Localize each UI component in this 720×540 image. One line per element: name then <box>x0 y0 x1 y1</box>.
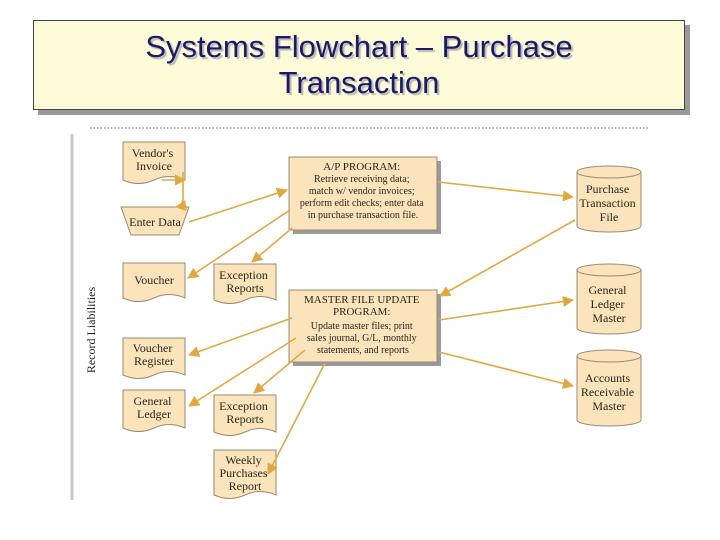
doc-line: Report <box>229 479 262 493</box>
box-line: Retrieve receiving data; <box>314 174 410 185</box>
svg-text:A/P PROGRAM: Retrieve re: A/P PROGRAM: Retrieve receiving data; ma… <box>300 161 426 221</box>
purchase-transaction-file-cylinder: Purchase Transaction File <box>576 165 642 233</box>
master-file-update-program-box: MASTER FILE UPDATE PROGRAM: Update maste… <box>288 289 441 366</box>
arrow-mfu-to-weekly-report <box>267 362 326 475</box>
arrow-ap-to-voucher <box>187 209 291 279</box>
doc-line: General <box>134 394 173 408</box>
doc-line: Exception <box>219 268 268 282</box>
box-line: A/P PROGRAM: <box>323 161 400 173</box>
cyl-line: Master <box>592 311 625 325</box>
svg-text:Purchase Transaction: Purchase Transaction File <box>579 182 638 224</box>
svg-text:Vendor's Invoice: Vendor's Invoice <box>132 146 177 173</box>
svg-text:Exception Reports: Exception Reports <box>219 268 271 295</box>
svg-text:General Ledger: General Ledger <box>134 394 175 421</box>
general-ledger-master-cylinder: General Ledger Master <box>576 263 642 335</box>
svg-text:Weekly Purchases R: Weekly Purchases Report <box>220 453 271 493</box>
doc-line: Exception <box>219 399 268 413</box>
doc-line: Invoice <box>136 159 172 173</box>
side-label: Record Liabilities <box>84 287 98 374</box>
box-line: perform edit checks; enter data <box>300 198 424 209</box>
doc-line: Weekly <box>225 453 261 467</box>
cyl-line: Transaction <box>579 196 635 210</box>
arrow-mfu-to-gl-master <box>438 295 575 321</box>
doc-line: Reports <box>226 281 264 295</box>
title-line-1: Systems Flowchart – Purchase <box>145 29 573 64</box>
box-line: MASTER FILE UPDATE <box>304 294 420 306</box>
cyl-line: Purchase <box>586 182 629 196</box>
doc-line: Purchases <box>220 466 268 480</box>
enter-data-label: Enter Data <box>129 215 181 229</box>
exception-reports-document-2: Exception Reports <box>213 394 277 436</box>
svg-text:Exception Reports: Exception Reports <box>219 399 271 426</box>
voucher-label: Voucher <box>134 273 174 287</box>
voucher-register-document: Voucher Register <box>122 337 186 379</box>
svg-text:General Ledger Mas: General Ledger Master <box>589 283 630 325</box>
box-line: PROGRAM: <box>333 306 390 318</box>
arrow-mfu-to-ar-master <box>438 351 575 389</box>
box-line: match w/ vendor invoices; <box>309 186 415 197</box>
cyl-line: Accounts <box>585 371 631 385</box>
title-box: Systems Flowchart – Purchase Transaction <box>33 20 685 110</box>
cyl-line: Ledger <box>591 297 625 311</box>
cyl-line: Receivable <box>581 385 634 399</box>
accounts-receivable-master-cylinder: Accounts Receivable Master <box>576 349 642 427</box>
doc-line: Ledger <box>137 407 171 421</box>
doc-line: Register <box>134 354 174 368</box>
cyl-line: General <box>589 283 628 297</box>
svg-text:Voucher Register: Voucher Register <box>133 341 176 368</box>
doc-line: Reports <box>226 412 264 426</box>
general-ledger-document: General Ledger <box>122 389 186 432</box>
arrow-enter-to-ap <box>188 187 289 223</box>
arrows <box>162 174 576 475</box>
arrow-invoice-to-enter-data <box>174 172 187 212</box>
enter-data-manual-operation: Enter Data <box>120 206 190 236</box>
voucher-document: Voucher <box>122 262 186 302</box>
arrow-mfu-to-voucher-register <box>187 317 293 357</box>
arrow-ap-to-purchase-file <box>437 181 575 202</box>
box-line: statements, and reports <box>317 345 409 356</box>
arrow-ap-to-exception-1 <box>251 227 293 263</box>
box-line: Update master files; print <box>311 321 413 332</box>
cyl-line: Master <box>592 399 625 413</box>
arrow-mfu-to-exception-2 <box>253 349 306 394</box>
arrow-purchase-file-to-mfu <box>439 219 576 297</box>
svg-text:Accounts Receivable: Accounts Receivable Master <box>581 371 637 413</box>
title-line-2: Transaction <box>278 65 440 100</box>
svg-text:MASTER FILE UPDATE PROGR: MASTER FILE UPDATE PROGRAM: Update maste… <box>304 294 422 356</box>
box-line: sales journal, G/L, monthly <box>307 333 417 344</box>
exception-reports-document-1: Exception Reports <box>213 263 277 304</box>
doc-line: Vendor's <box>132 146 174 160</box>
weekly-purchases-report-document: Weekly Purchases Report <box>213 449 277 499</box>
vendors-invoice-document: Vendor's Invoice <box>122 141 186 184</box>
doc-line: Voucher <box>133 341 173 355</box>
ap-program-box: A/P PROGRAM: Retrieve receiving data; ma… <box>288 156 441 234</box>
box-line: in purchase transaction file. <box>308 210 419 221</box>
arrow-mfu-to-general-ledger <box>188 337 297 407</box>
cyl-line: File <box>600 210 619 224</box>
